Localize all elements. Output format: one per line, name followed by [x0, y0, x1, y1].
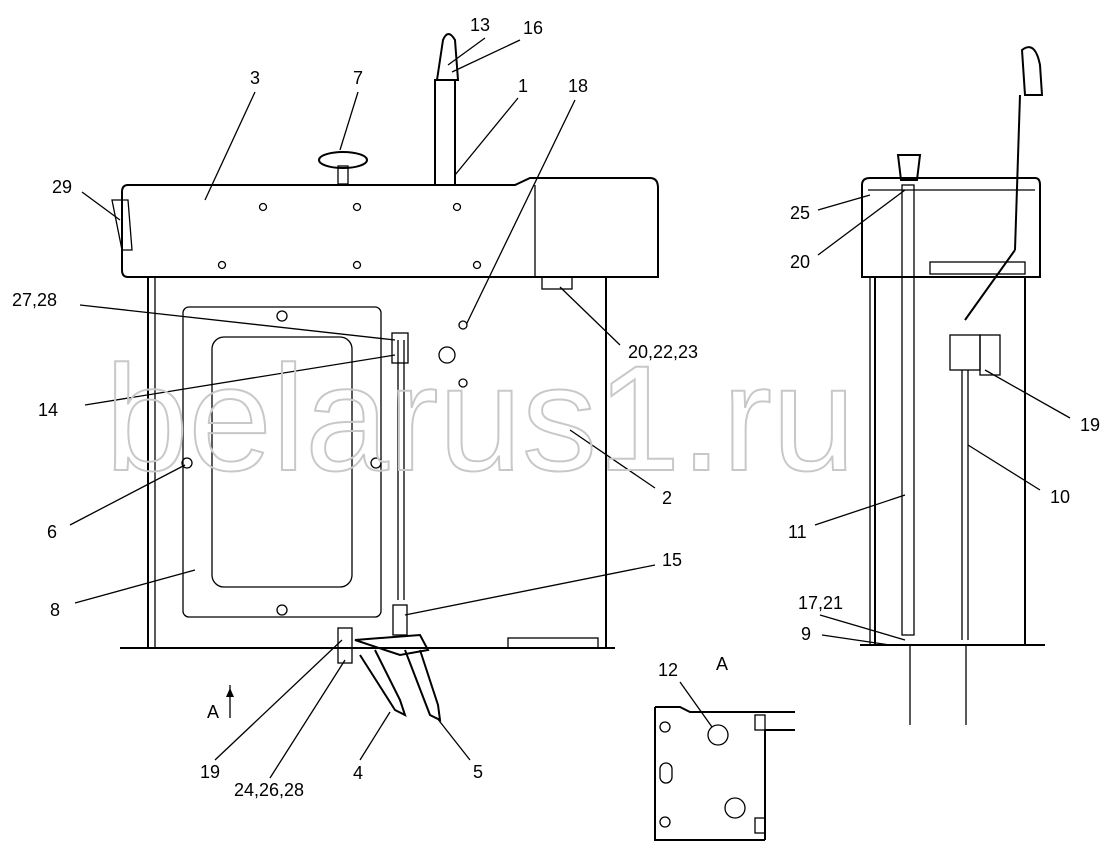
callout-29: 29: [52, 177, 72, 197]
watermark: belarus1.ru: [105, 334, 855, 502]
callout-17-21: 17,21: [798, 593, 843, 613]
leader-lines: [69, 37, 1071, 779]
view-a: [654, 706, 795, 841]
callout-12: 12: [658, 660, 678, 680]
callout-8: 8: [50, 600, 60, 620]
screw-icons: [181, 202, 482, 616]
callout-15: 15: [662, 550, 682, 570]
callout-5: 5: [473, 762, 483, 782]
callout-20-22-23: 20,22,23: [628, 342, 698, 362]
callout-1: 1: [518, 76, 528, 96]
callout-20: 20: [790, 252, 810, 272]
callout-6: 6: [47, 522, 57, 542]
callout-19: 19: [200, 762, 220, 782]
view-a-title: A: [716, 654, 728, 674]
callout-18: 18: [568, 76, 588, 96]
callout-labels: 13 16 3 7 1 18 29 27,28 20,22,23 14 2 6 …: [12, 15, 1100, 800]
callout-19-side: 19: [1080, 415, 1100, 435]
callout-25: 25: [790, 203, 810, 223]
callout-7: 7: [353, 68, 363, 88]
side-view: [860, 46, 1045, 725]
callout-11: 11: [788, 522, 807, 542]
view-a-marker: A: [207, 702, 219, 722]
callout-16: 16: [523, 18, 543, 38]
callout-4: 4: [353, 763, 363, 783]
front-view: [111, 33, 659, 722]
callout-24-26-28: 24,26,28: [234, 780, 304, 800]
callout-3: 3: [250, 68, 260, 88]
callout-27-28: 27,28: [12, 290, 57, 310]
callout-14: 14: [38, 400, 58, 420]
view-arrow-icon: [226, 688, 234, 697]
callout-9: 9: [801, 624, 811, 644]
callout-13: 13: [470, 15, 490, 35]
callout-2: 2: [662, 488, 672, 508]
callout-10: 10: [1050, 487, 1070, 507]
